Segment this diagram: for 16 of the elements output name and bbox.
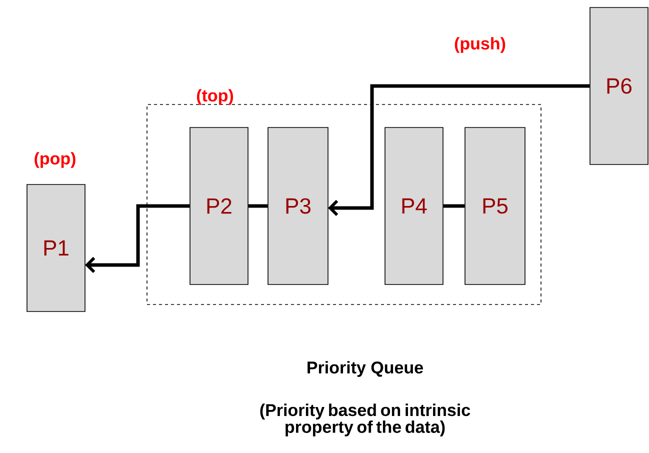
process-box: P4 [384, 127, 444, 285]
arrow [328, 84, 590, 216]
process-box: P2 [190, 127, 248, 285]
process-box: P5 [464, 127, 526, 285]
annotation-label: (top) [196, 89, 234, 105]
connector-line [443, 204, 465, 208]
annotation-label: (pop) [34, 152, 76, 168]
process-box: P3 [268, 127, 328, 285]
queue-boundary [146, 104, 542, 305]
process-box: P1 [26, 184, 86, 312]
connector-line [248, 204, 268, 208]
annotation-label: (push) [454, 37, 506, 53]
caption: (Priority based on intrinsic property of the data) [260, 404, 470, 436]
arrow [85, 204, 190, 274]
process-box: P6 [590, 7, 648, 165]
title: Priority Queue [308, 361, 423, 377]
